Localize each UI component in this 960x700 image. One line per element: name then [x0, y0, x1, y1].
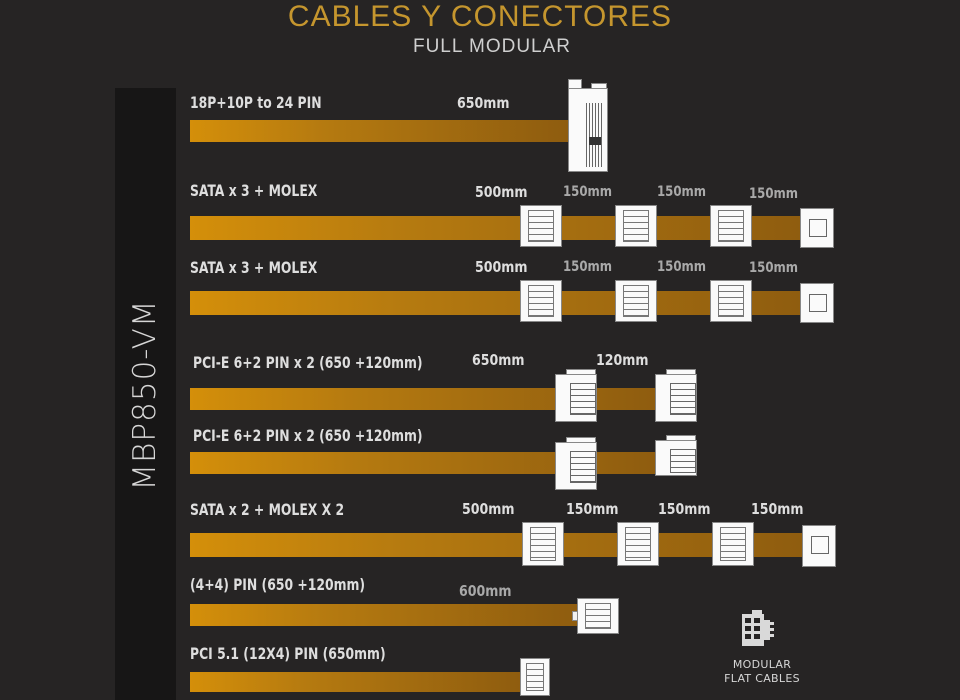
flat-cable-pcie-2 — [190, 452, 660, 474]
modular-flat-cables-label: MODULAR FLAT CABLES — [712, 658, 812, 686]
model-name: MBP850-VM — [127, 299, 163, 491]
sata-connector — [520, 205, 562, 247]
pcie-8pin-connector — [555, 369, 597, 422]
cable-length: 500mm — [475, 183, 528, 201]
cable-length: 150mm — [749, 186, 799, 202]
cable-length: 150mm — [563, 184, 613, 200]
pcie-12vhpwr-connector — [520, 658, 550, 696]
flat-cable-sata-2 — [190, 291, 810, 315]
molex-connector — [802, 525, 836, 567]
sata-connector — [617, 522, 659, 566]
modular-connector-icon — [742, 610, 774, 646]
cable-label-sata-2: SATA x 3 + MOLEX — [190, 258, 318, 277]
cable-length: 500mm — [475, 258, 528, 276]
flat-cable-cpu — [190, 604, 582, 626]
cable-length: 600mm — [459, 582, 512, 600]
badge-line-2: FLAT CABLES — [724, 672, 800, 685]
flat-cable-sata-1 — [190, 216, 810, 240]
cable-length: 150mm — [749, 260, 799, 276]
flat-cable-pci51 — [190, 672, 525, 692]
cable-length: 150mm — [657, 259, 707, 275]
pcie-8pin-connector — [555, 437, 597, 490]
cable-length: 150mm — [563, 259, 613, 275]
sata-connector — [615, 280, 657, 322]
sata-connector — [522, 522, 564, 566]
cable-length: 500mm — [462, 500, 515, 518]
molex-connector — [800, 208, 834, 248]
badge-line-1: MODULAR — [732, 658, 792, 671]
sata-connector — [520, 280, 562, 322]
pcie-8pin-connector — [655, 369, 697, 422]
cable-label-pci51: PCI 5.1 (12X4) PIN (650mm) — [190, 644, 386, 663]
cpu-4plus4-connector — [572, 598, 619, 634]
sata-connector — [712, 522, 754, 566]
flat-cable-24pin — [190, 120, 570, 142]
cable-label-sata-molex: SATA x 2 + MOLEX X 2 — [190, 500, 345, 519]
flat-cable-sata-molex — [190, 533, 810, 557]
cable-label-pcie-1: PCI-E 6+2 PIN x 2 (650 +120mm) — [193, 353, 423, 372]
cable-label-24pin: 18P+10P to 24 PIN — [190, 93, 322, 112]
model-sidebar — [115, 88, 176, 700]
cable-length: 120mm — [596, 351, 649, 369]
page-subtitle: FULL MODULAR — [412, 36, 572, 57]
atx-24pin-connector — [568, 79, 608, 172]
cable-length: 650mm — [472, 351, 525, 369]
cable-label-cpu: (4+4) PIN (650 +120mm) — [190, 575, 366, 594]
cable-length: 150mm — [751, 500, 804, 518]
flat-cable-pcie-1 — [190, 388, 660, 410]
page-title: CABLES Y CONECTORES — [287, 0, 673, 33]
pcie-8pin-connector — [655, 435, 697, 476]
cable-label-sata-1: SATA x 3 + MOLEX — [190, 181, 318, 200]
sata-connector — [710, 280, 752, 322]
cable-label-pcie-2: PCI-E 6+2 PIN x 2 (650 +120mm) — [193, 426, 423, 445]
cable-length: 150mm — [566, 500, 619, 518]
cable-length: 150mm — [658, 500, 711, 518]
cable-length: 650mm — [457, 94, 510, 112]
sata-connector — [615, 205, 657, 247]
sata-connector — [710, 205, 752, 247]
cable-length: 150mm — [657, 184, 707, 200]
molex-connector — [800, 283, 834, 323]
